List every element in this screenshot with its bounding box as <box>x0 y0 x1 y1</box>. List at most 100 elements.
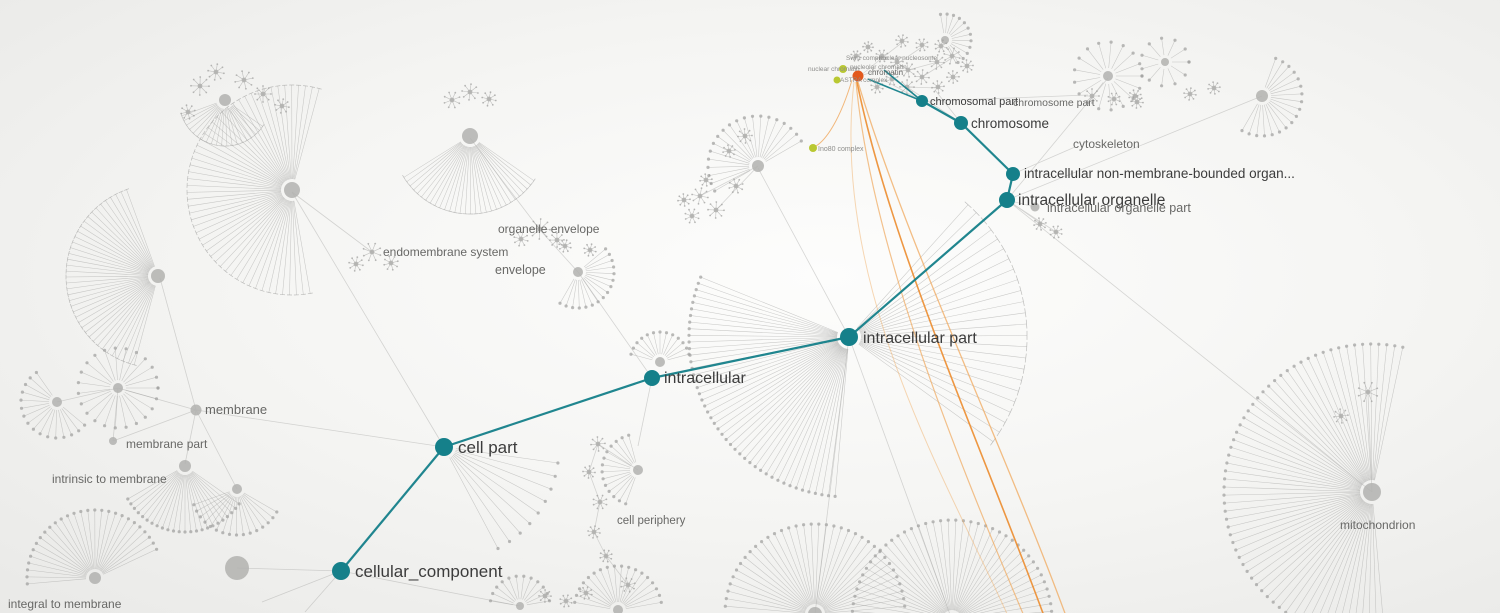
node-chromosomal-part[interactable] <box>916 95 928 107</box>
term-cluster-node[interactable] <box>1161 58 1169 66</box>
term-star-node[interactable] <box>677 193 691 207</box>
cluster-label-cytoskeleton[interactable]: cytoskeleton <box>1073 137 1140 151</box>
term-star-node[interactable] <box>579 586 593 600</box>
term-star-node[interactable] <box>583 243 597 257</box>
node-intracellular-part[interactable] <box>840 328 858 346</box>
term-star-node[interactable] <box>538 589 552 603</box>
cluster-label-intracellular-organelle-part[interactable]: intracellular organelle part <box>1047 201 1191 215</box>
node-cell-part[interactable] <box>435 438 453 456</box>
node-intracellular[interactable] <box>644 370 660 386</box>
term-cluster-node[interactable] <box>613 605 623 613</box>
term-cluster-node[interactable] <box>941 36 949 44</box>
cluster-label-cell-periphery[interactable]: cell periphery <box>617 515 686 527</box>
term-star-node[interactable] <box>728 178 744 194</box>
term-star-node[interactable] <box>946 70 960 84</box>
term-star-node[interactable] <box>691 187 709 205</box>
term-star-node[interactable] <box>875 49 889 63</box>
node-label-cell-part[interactable]: cell part <box>458 438 518 457</box>
term-star-node[interactable] <box>620 577 636 593</box>
term-cluster-node[interactable] <box>573 267 583 277</box>
term-star-node[interactable] <box>900 62 916 78</box>
term-star-node[interactable] <box>1333 408 1349 424</box>
term-cluster-node[interactable] <box>752 160 764 172</box>
term-star-node[interactable] <box>207 63 225 81</box>
term-star-node[interactable] <box>707 201 725 219</box>
cluster-label-intrinsic-to-membrane[interactable]: intrinsic to membrane <box>52 472 167 486</box>
term-node[interactable] <box>190 404 202 416</box>
term-star-node[interactable] <box>1033 217 1047 231</box>
term-star-node[interactable] <box>862 41 874 53</box>
term-node[interactable] <box>225 556 249 580</box>
node-cellular-component[interactable] <box>332 562 350 580</box>
term-cluster-node[interactable] <box>655 357 665 367</box>
term-star-node[interactable] <box>590 436 606 452</box>
node-label-intracellular[interactable]: intracellular <box>664 370 746 387</box>
term-star-node[interactable] <box>559 594 573 608</box>
term-star-node[interactable] <box>929 54 945 70</box>
term-star-node[interactable] <box>1357 381 1379 403</box>
cluster-label-nuclear-nucleosome[interactable]: nuclear nucleosome <box>879 55 938 62</box>
cluster-label-membrane-part[interactable]: membrane part <box>126 437 208 451</box>
term-star-node[interactable] <box>934 39 948 53</box>
term-star-node[interactable] <box>915 38 929 52</box>
term-star-node[interactable] <box>234 70 254 90</box>
node-label-intracellular-non-membrane-bounded-organ[interactable]: intracellular non-membrane-bounded organ… <box>1024 166 1295 181</box>
cluster-label-nuclear-chromatin[interactable]: nuclear chromatin <box>808 66 860 73</box>
node-label-chromosomal-part[interactable]: chromosomal part <box>930 96 1018 108</box>
term-star-node[interactable] <box>699 173 713 187</box>
term-cluster-node[interactable] <box>808 607 822 613</box>
term-star-node[interactable] <box>443 91 461 109</box>
term-star-node[interactable] <box>722 144 736 158</box>
term-node[interactable] <box>1030 202 1040 212</box>
term-star-node[interactable] <box>895 34 909 48</box>
term-star-node[interactable] <box>383 255 399 271</box>
term-star-node[interactable] <box>1084 88 1100 104</box>
term-star-node[interactable] <box>254 85 272 103</box>
term-cluster-node[interactable] <box>151 269 165 283</box>
term-star-node[interactable] <box>558 239 572 253</box>
term-star-node[interactable] <box>513 231 529 247</box>
term-star-node[interactable] <box>737 128 753 144</box>
term-cluster-node[interactable] <box>113 383 123 393</box>
selected-term-node[interactable] <box>852 70 864 82</box>
node-intracellular-organelle[interactable] <box>999 192 1015 208</box>
cluster-label-integral-to-membrane[interactable]: integral to membrane <box>8 597 122 611</box>
node-label-intracellular-part[interactable]: intracellular part <box>863 330 977 347</box>
term-star-node[interactable] <box>190 76 210 96</box>
term-cluster-node[interactable] <box>633 465 643 475</box>
term-cluster-node[interactable] <box>1103 71 1113 81</box>
term-node[interactable] <box>109 437 117 445</box>
node-label-intracellular-organelle[interactable]: intracellular organelle <box>1018 192 1165 209</box>
term-star-node[interactable] <box>481 91 497 107</box>
term-star-node[interactable] <box>549 232 565 248</box>
node-intracellular-non-membrane-bounded-organ[interactable] <box>1006 167 1020 181</box>
term-star-node[interactable] <box>180 104 196 120</box>
cluster-label-organelle-envelope[interactable]: organelle envelope <box>498 222 600 236</box>
term-star-node[interactable] <box>582 465 596 479</box>
term-star-node[interactable] <box>931 80 945 94</box>
term-star-node[interactable] <box>684 208 700 224</box>
term-star-node[interactable] <box>960 59 974 73</box>
term-star-node[interactable] <box>1130 95 1144 109</box>
term-star-node[interactable] <box>461 83 479 101</box>
term-star-node[interactable] <box>599 549 613 563</box>
cluster-label-nucleolar-chromatin[interactable]: nucleolar chromatin <box>850 64 907 71</box>
related-term-node[interactable] <box>839 65 847 73</box>
node-label-cellular-component[interactable]: cellular_component <box>355 562 503 581</box>
term-star-node[interactable] <box>348 256 364 272</box>
cluster-label-chromosome-part[interactable]: chromosome part <box>1013 97 1095 109</box>
cluster-label-astra-complex[interactable]: ASTRA complex <box>840 77 888 84</box>
cluster-label-ino80-complex[interactable]: Ino80 complex <box>818 146 864 153</box>
term-cluster-node[interactable] <box>1256 90 1268 102</box>
term-star-node[interactable] <box>914 69 930 85</box>
term-star-node[interactable] <box>529 218 551 240</box>
term-star-node[interactable] <box>943 47 961 65</box>
related-term-node[interactable] <box>833 76 841 84</box>
node-label-chromosome[interactable]: chromosome <box>971 116 1049 131</box>
term-star-node[interactable] <box>592 494 608 510</box>
cluster-label-mitochondrion[interactable]: mitochondrion <box>1340 518 1415 532</box>
term-cluster-node[interactable] <box>232 484 242 494</box>
cluster-label-swr1-complex[interactable]: Swr1 complex <box>846 55 888 62</box>
related-term-node[interactable] <box>809 144 817 152</box>
